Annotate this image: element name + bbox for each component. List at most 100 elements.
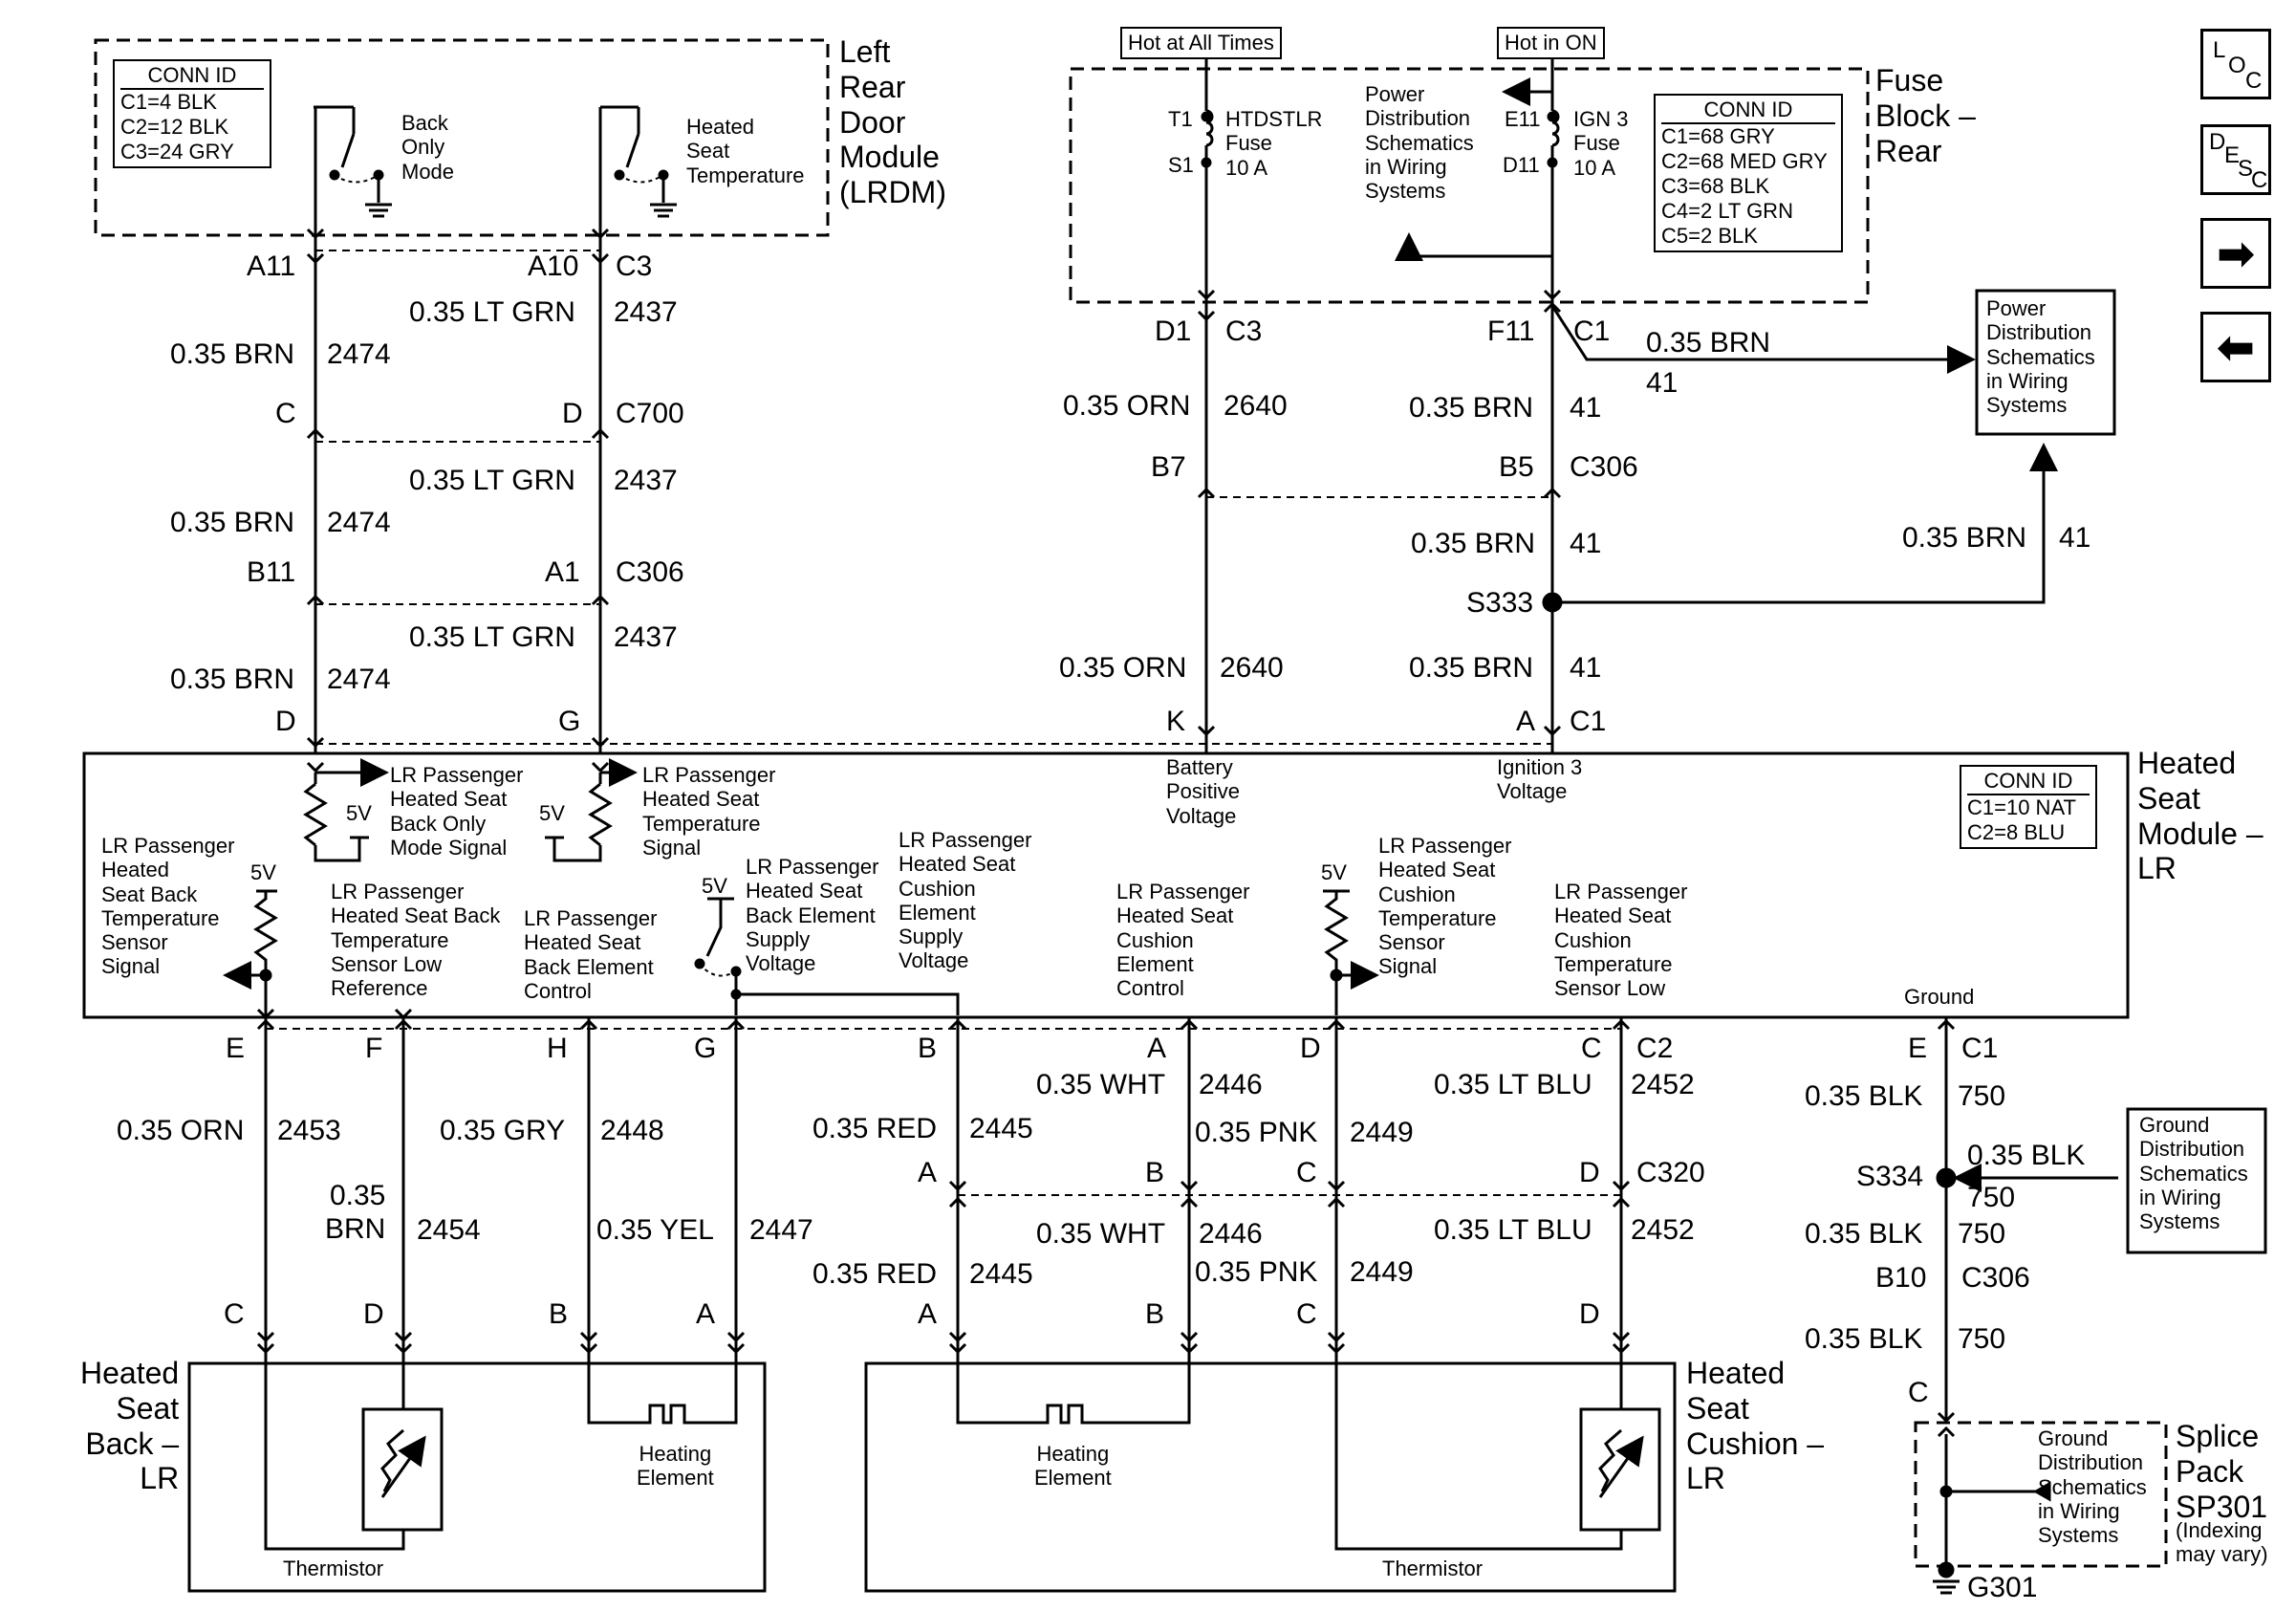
pin-c-c320: C xyxy=(1296,1157,1317,1188)
wire-2453-color: 0.35 ORN xyxy=(117,1115,245,1146)
wire-2452-num-a: 2452 xyxy=(1631,1069,1695,1100)
lrdm-box xyxy=(94,38,830,237)
seat-back-title: Heated Seat Back – LR xyxy=(80,1356,180,1496)
wire-2452-color-b: 0.35 LT BLU xyxy=(1434,1214,1592,1246)
wire-2474-num-b: 2474 xyxy=(327,507,391,538)
wire-2454-num: 2454 xyxy=(417,1214,481,1246)
wire-2448-color: 0.35 GRY xyxy=(440,1115,566,1146)
ground-distribution-reference[interactable]: Ground Distribution Schematics in Wiring… xyxy=(2139,1113,2248,1234)
wire-2454-color: 0.35 BRN xyxy=(325,1180,386,1245)
conn-c1-mid: C1 xyxy=(1573,316,1611,347)
lrdm-conn-title: CONN ID xyxy=(120,63,264,90)
desc-d: D xyxy=(2209,129,2226,155)
wire-2453-num: 2453 xyxy=(277,1115,341,1146)
pin-f: F xyxy=(365,1033,383,1064)
module-ground-label: Ground xyxy=(1904,985,1975,1009)
cushion-element-control: LR Passenger Heated Seat Cushion Element… xyxy=(1116,880,1250,1001)
pin-b11: B11 xyxy=(247,556,296,588)
fuse-t1: T1 xyxy=(1168,107,1193,131)
back-element-control: LR Passenger Heated Seat Back Element Co… xyxy=(524,906,658,1003)
cushion-temp-sensor-low: LR Passenger Heated Seat Cushion Tempera… xyxy=(1554,880,1688,1001)
pin-g: G xyxy=(694,1033,717,1064)
wire-750-num-c: 750 xyxy=(1958,1323,2006,1355)
wire-750-color-b: 0.35 BLK xyxy=(1805,1218,1923,1250)
lrdm-title: Left Rear Door Module (LRDM) xyxy=(839,34,946,210)
conn-c3: C3 xyxy=(616,250,653,282)
module-box xyxy=(82,751,2130,1019)
wire-750-right-color: 0.35 BLK xyxy=(1967,1140,2086,1171)
module-conn-lines: C1=10 NAT C2=8 BLU xyxy=(1967,795,2076,844)
wire-2449-num-a: 2449 xyxy=(1350,1117,1414,1148)
pin-c-back: C xyxy=(224,1298,245,1330)
wire-41-color-b: 0.35 BRN xyxy=(1411,528,1536,559)
desc-button[interactable]: D E S C xyxy=(2200,124,2271,195)
loc-c: C xyxy=(2245,68,2263,94)
pin-d: D xyxy=(1300,1033,1321,1064)
conn-c306-mid: C306 xyxy=(1570,451,1638,483)
wire-2447-num: 2447 xyxy=(749,1214,813,1246)
wire-2437-num-c: 2437 xyxy=(614,621,678,653)
conn-c2: C2 xyxy=(1636,1033,1674,1064)
wire-2446-color-a: 0.35 WHT xyxy=(1036,1069,1166,1100)
pin-a-c320: A xyxy=(918,1157,938,1188)
pin-b7: B7 xyxy=(1151,451,1186,483)
arrow-left-icon: ⬅ xyxy=(2217,322,2255,372)
prev-button[interactable]: ⬅ xyxy=(2200,312,2271,382)
lrdm-conn-lines: C1=4 BLK C2=12 BLK C3=24 GRY xyxy=(120,90,234,163)
wire-41-num-c: 41 xyxy=(1570,652,1602,684)
wire-2474-num-c: 2474 xyxy=(327,664,391,695)
wire-2449-color-b: 0.35 PNK xyxy=(1195,1256,1318,1288)
loc-o: O xyxy=(2228,53,2246,78)
splice-pack-title: Splice Pack SP301 xyxy=(2176,1419,2268,1524)
loc-button[interactable]: L O C xyxy=(2200,29,2271,99)
wire-2445-num-a: 2445 xyxy=(969,1113,1033,1144)
wire-2640-num-a: 2640 xyxy=(1224,390,1288,422)
hot-at-all-times-label: Hot at All Times xyxy=(1120,27,1282,59)
wire-2449-color-a: 0.35 PNK xyxy=(1195,1117,1318,1148)
wire-2437-color-b: 0.35 LT GRN xyxy=(409,465,575,496)
desc-c: C xyxy=(2251,167,2268,193)
splice-pack-note: (Indexing may vary) xyxy=(2176,1518,2268,1567)
wire-41-color-c: 0.35 BRN xyxy=(1409,652,1534,684)
next-button[interactable]: ➡ xyxy=(2200,218,2271,289)
battery-positive-voltage: Battery Positive Voltage xyxy=(1166,755,1241,828)
module-conn-id: CONN ID C1=10 NAT C2=8 BLU xyxy=(1960,765,2097,849)
v5-c: 5V xyxy=(250,860,276,884)
wire-750-num-b: 750 xyxy=(1958,1218,2006,1250)
back-temp-sensor-signal: LR Passenger Heated Seat Back Temperatur… xyxy=(101,834,235,979)
gnd-conn-c1: C1 xyxy=(1961,1033,1999,1064)
desc-e: E xyxy=(2224,142,2241,168)
wire-2640-num-b: 2640 xyxy=(1220,652,1284,684)
wire-2446-num-b: 2446 xyxy=(1199,1218,1263,1250)
wire-2474-num-a: 2474 xyxy=(327,338,391,370)
pin-b: B xyxy=(918,1033,938,1064)
pin-g-module: G xyxy=(558,706,581,737)
wire-41-pds-num: 41 xyxy=(1646,367,1679,399)
pin-d1: D1 xyxy=(1155,316,1192,347)
loc-l: L xyxy=(2213,37,2226,63)
pin-a-cushion: A xyxy=(918,1298,938,1330)
wire-41-right-num: 41 xyxy=(2059,522,2091,554)
pin-a10: A10 xyxy=(528,250,579,282)
wire-2474-color-b: 0.35 BRN xyxy=(170,507,295,538)
seat-cushion-box xyxy=(864,1361,1677,1593)
fuse-s1: S1 xyxy=(1168,153,1194,177)
fuse-conn-id: CONN ID C1=68 GRY C2=68 MED GRY C3=68 BL… xyxy=(1654,94,1843,252)
wire-750-num-a: 750 xyxy=(1958,1080,2006,1112)
wire-750-right-num: 750 xyxy=(1967,1182,2016,1213)
pin-d-cushion: D xyxy=(1579,1298,1600,1330)
pds-reference[interactable]: Power Distribution Schematics in Wiring … xyxy=(1986,296,2095,418)
htdstlr-fuse: HTDSTLR Fuse 10 A xyxy=(1225,107,1323,180)
pin-c: C xyxy=(1581,1033,1602,1064)
hot-in-on-label: Hot in ON xyxy=(1497,27,1605,59)
wire-41-num-b: 41 xyxy=(1570,528,1602,559)
back-thermistor-label: Thermistor xyxy=(283,1557,384,1580)
splice-s333: S333 xyxy=(1466,587,1534,619)
arrow-right-icon: ➡ xyxy=(2217,229,2255,278)
wire-2445-color-b: 0.35 RED xyxy=(812,1258,938,1290)
wire-2474-color-a: 0.35 BRN xyxy=(170,338,295,370)
wire-2446-num-a: 2446 xyxy=(1199,1069,1263,1100)
fuse-conn-title: CONN ID xyxy=(1661,98,1835,124)
wire-750-color-c: 0.35 BLK xyxy=(1805,1323,1923,1355)
